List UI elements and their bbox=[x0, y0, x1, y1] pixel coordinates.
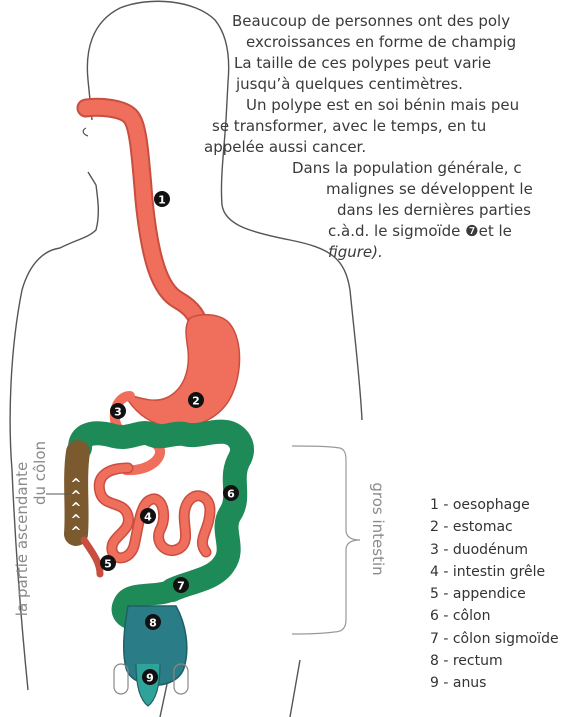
text-line: appelée aussi cancer. bbox=[204, 137, 366, 158]
marker-2: 2 bbox=[188, 392, 204, 408]
text-line: se transformer, avec le temps, en tu bbox=[212, 116, 486, 137]
text-line: jusqu’à quelques centimètres. bbox=[236, 74, 463, 95]
legend-item: 1 - oesophage bbox=[430, 494, 559, 516]
marker-5: 5 bbox=[100, 555, 116, 571]
text-line: figure). bbox=[328, 242, 383, 263]
legend-item: 4 - intestin grêle bbox=[430, 561, 559, 583]
text-line: c.à.d. le sigmoïde ❼et le bbox=[328, 221, 512, 242]
ascending-colon-label-line2: du côlon bbox=[31, 373, 49, 573]
marker-9-label: 9 bbox=[146, 672, 154, 685]
ascending-colon-label-line1: la partie ascendante bbox=[13, 439, 31, 639]
marker-7: 7 bbox=[173, 577, 189, 593]
legend-item: 6 - côlon bbox=[430, 605, 559, 627]
marker-9: 9 bbox=[142, 669, 158, 685]
text-line: malignes se développent le bbox=[326, 179, 533, 200]
large-intestine-bracket bbox=[292, 446, 360, 634]
legend-item: 2 - estomac bbox=[430, 516, 559, 538]
appendix bbox=[84, 540, 100, 574]
text-line: Beaucoup de personnes ont des poly bbox=[232, 11, 510, 32]
text-line: Dans la population générale, c bbox=[292, 158, 522, 179]
esophagus-fill bbox=[86, 107, 198, 330]
marker-1-label: 1 bbox=[158, 194, 166, 207]
legend-item: 3 - duodénum bbox=[430, 539, 559, 561]
ascending-colon-label: la partie ascendante du côlon bbox=[2, 430, 42, 630]
marker-8-label: 8 bbox=[149, 617, 157, 630]
legend-item: 5 - appendice bbox=[430, 583, 559, 605]
marker-1: 1 bbox=[154, 191, 170, 207]
marker-6: 6 bbox=[223, 485, 239, 501]
marker-8: 8 bbox=[145, 614, 161, 630]
stomach bbox=[124, 315, 240, 428]
flow-arrows: ^ ^ ^ ^ ^ bbox=[71, 477, 82, 540]
marker-4: 4 bbox=[140, 508, 156, 524]
legend-item: 9 - anus bbox=[430, 672, 559, 694]
legend-item: 8 - rectum bbox=[430, 650, 559, 672]
legend-item: 7 - côlon sigmoïde bbox=[430, 628, 559, 650]
marker-2-label: 2 bbox=[192, 395, 200, 408]
text-line: excroissances en forme de champig bbox=[246, 32, 516, 53]
marker-5-label: 5 bbox=[104, 558, 112, 571]
marker-7-label: 7 bbox=[177, 580, 185, 593]
text-line: Un polype est en soi bénin mais peu bbox=[246, 95, 519, 116]
marker-3: 3 bbox=[110, 403, 126, 419]
marker-3-label: 3 bbox=[114, 406, 122, 419]
large-intestine-label: gros intestin bbox=[369, 469, 387, 589]
text-line: dans les dernières parties bbox=[337, 200, 531, 221]
text-line: La taille de ces polypes peut varie bbox=[234, 53, 491, 74]
marker-6-label: 6 bbox=[227, 488, 235, 501]
flow-arrow: ^ bbox=[71, 525, 82, 540]
marker-4-label: 4 bbox=[144, 511, 152, 524]
legend: 1 - oesophage 2 - estomac 3 - duodénum 4… bbox=[430, 494, 559, 695]
